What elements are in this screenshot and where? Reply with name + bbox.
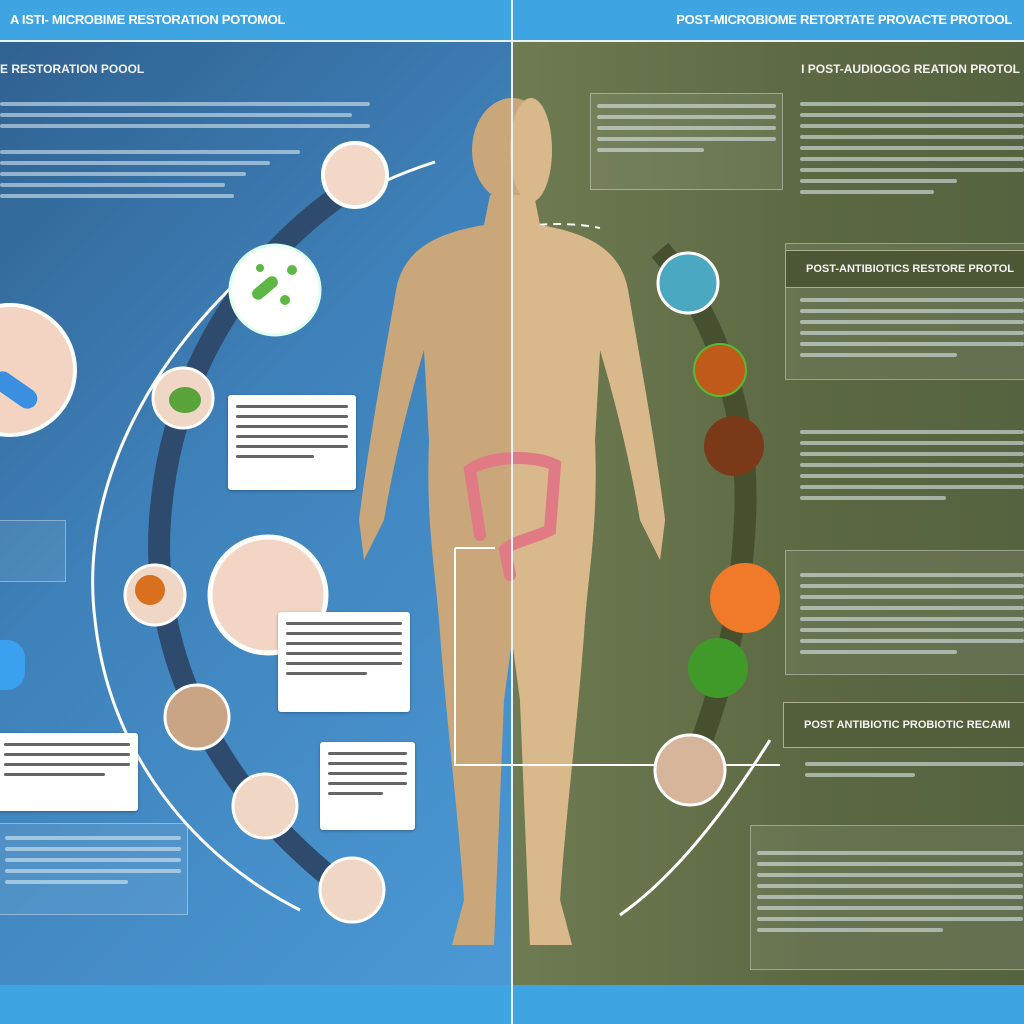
right-text-block-4 xyxy=(800,573,1024,654)
info-card xyxy=(278,612,410,712)
tissue-icon xyxy=(163,683,231,751)
cell-icon xyxy=(231,772,299,840)
left-text-block-2 xyxy=(0,150,300,198)
tissue-icon xyxy=(653,733,727,807)
microbe-colony-icon xyxy=(704,416,764,476)
left-subtitle: E RESTORATION POOOL xyxy=(0,62,145,76)
left-panel xyxy=(0,0,511,1024)
info-card xyxy=(0,733,138,811)
center-divider xyxy=(511,0,513,1024)
info-card xyxy=(320,742,415,830)
left-text-block-1 xyxy=(0,102,370,128)
microbe-colony-icon xyxy=(710,563,780,633)
microbe-colony-icon xyxy=(693,343,747,397)
tongue-icon xyxy=(321,141,389,209)
section-header-1-text: POST-ANTIBIOTICS RESTORE PROTOL xyxy=(806,263,1015,275)
right-section-2 xyxy=(785,550,1024,675)
section-header-1: POST-ANTIBIOTICS RESTORE PROTOL xyxy=(785,250,1024,288)
right-footer-bar xyxy=(513,985,1024,1024)
right-text-block-5 xyxy=(805,762,1024,777)
info-card xyxy=(228,395,356,490)
right-text-block-3 xyxy=(800,430,1024,500)
left-text-box xyxy=(0,823,188,915)
microbe-colony-icon xyxy=(688,638,748,698)
right-text-block-2 xyxy=(800,298,1024,357)
left-title: A ISTI- MICROBIME RESTORATION POTOMOL xyxy=(10,12,286,27)
right-text-box xyxy=(750,825,1024,970)
left-title-bar: A ISTI- MICROBIME RESTORATION POTOMOL xyxy=(0,0,511,40)
bacteria-icon xyxy=(228,243,322,337)
right-top-note xyxy=(590,93,783,190)
right-flow-band xyxy=(651,242,757,775)
left-side-note xyxy=(0,520,66,582)
section-header-2: POST ANTIBIOTIC PROBIOTIC RECAMI xyxy=(783,702,1024,748)
right-white-arc xyxy=(619,739,772,917)
right-text-block-1 xyxy=(800,102,1024,194)
right-title: POST-MICROBIOME RETORTATE PROVACTE PROTO… xyxy=(676,12,1012,27)
right-title-bar: POST-MICROBIOME RETORTATE PROVACTE PROTO… xyxy=(513,0,1024,40)
cell-icon xyxy=(318,856,386,924)
right-subtitle: I POST-AUDIOGOG REATION PROTOL xyxy=(801,62,1020,76)
capsule-icon xyxy=(0,371,38,409)
capsule-icon xyxy=(0,640,25,690)
section-header-2-text: POST ANTIBIOTIC PROBIOTIC RECAMI xyxy=(804,719,1011,731)
gut-lining-icon xyxy=(0,303,77,437)
colon-icon xyxy=(463,452,562,581)
left-footer-bar xyxy=(0,985,511,1024)
microbe-colony-icon xyxy=(656,251,720,315)
